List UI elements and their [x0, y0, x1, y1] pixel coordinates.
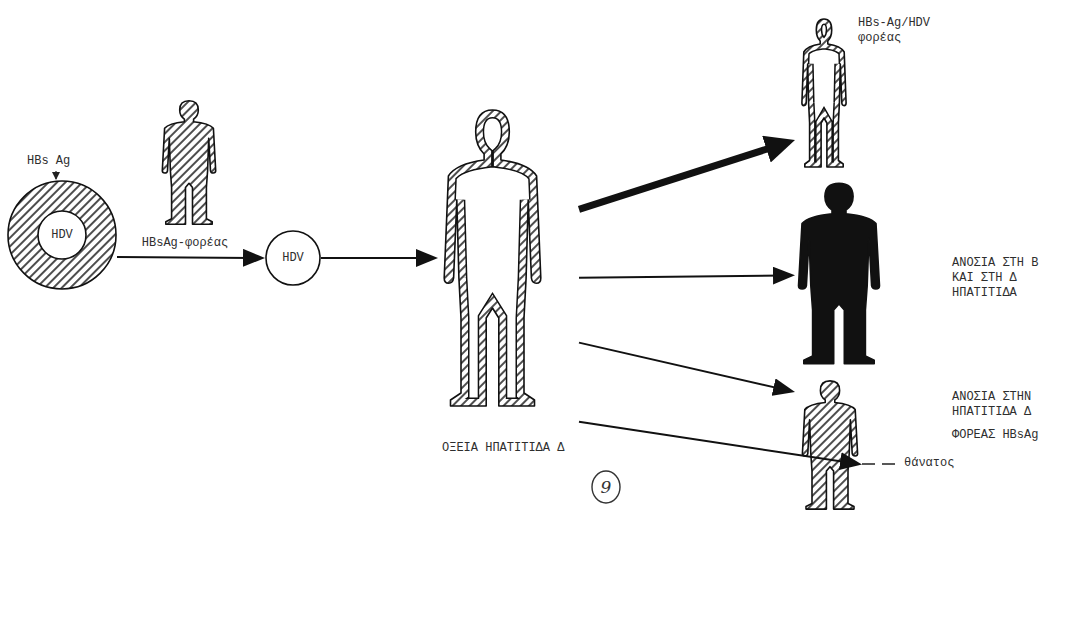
carrier-figure: [162, 101, 215, 224]
flow-arrow: [579, 422, 850, 463]
figure-node: ΟΞΕΙΑ ΗΠΑΤΙΤΙΔΑ Δ: [438, 105, 579, 465]
human-figures: [162, 19, 879, 509]
text-group: HBs Ag: [27, 154, 97, 169]
carrier-figure-hatched: [802, 381, 857, 509]
flow-arrow: [579, 144, 784, 210]
text-group: ΑΝΟΣΙΑ ΣΤΗΝ ΗΠΑΤΙΤΙΔΑ Δ ΦΟΡΕΑΣ HBsAg: [952, 390, 1060, 443]
flow-arrow: [579, 343, 783, 390]
text-group: ΟΞΕΙΑ ΗΠΑΤΙΤΙΔΑ Δ: [442, 441, 576, 456]
text-group: ΑΝΟΣΙΑ ΣΤΗ Β ΚΑΙ ΣΤΗ Δ ΗΠΑΤΙΤΙΔΑ: [952, 256, 1060, 301]
node-label: ΑΝΟΣΙΑ ΣΤΗΝ ΗΠΑΤΙΤΙΔΑ Δ: [952, 390, 1060, 420]
circle-node: HDV: [37, 210, 87, 260]
figure-node: HBs-Ag/HDV φορέας: [795, 12, 970, 172]
node-label: ΑΝΟΣΙΑ ΣΤΗ Β ΚΑΙ ΣΤΗ Δ ΗΠΑΤΙΤΙΔΑ: [952, 256, 1060, 301]
page-number: 9: [591, 477, 621, 497]
circle-node: HBs AgHDV: [7, 180, 117, 290]
immune-figure: [799, 183, 880, 364]
page-number-circle: [592, 471, 620, 503]
node-label: θάνατος: [904, 456, 962, 471]
text-group: HBs-Ag/HDV φορέας: [858, 16, 958, 46]
figure-node: ΑΝΟΣΙΑ ΣΤΗ Β ΚΑΙ ΣΤΗ Δ ΗΠΑΤΙΤΙΔΑ: [795, 180, 1067, 367]
pointer-arrow: [55, 171, 56, 179]
text-group: θάνατος: [904, 456, 962, 471]
node-label: HDV: [37, 228, 87, 243]
flow-arrow: [321, 257, 426, 259]
flow-arrow: [117, 256, 253, 259]
figure-node: θάνατος: [862, 455, 965, 474]
circle-node: HDV: [265, 230, 321, 286]
node-label: ΟΞΕΙΑ ΗΠΑΤΙΤΙΔΑ Δ: [442, 441, 576, 456]
flow-arrow: [579, 276, 783, 278]
acute-figure: [444, 110, 541, 406]
node-label: ΦΟΡΕΑΣ HBsAg: [952, 428, 1060, 443]
text-group: HDV: [265, 251, 321, 266]
carrier-figure-outline: [802, 19, 846, 167]
figure-node: ΑΝΟΣΙΑ ΣΤΗΝ ΗΠΑΤΙΤΙΔΑ Δ ΦΟΡΕΑΣ HBsAg: [795, 378, 1067, 452]
node-label: HBs Ag: [27, 154, 97, 169]
text-group: HDV: [37, 228, 87, 243]
edge-label: HBsAg-φορέας: [140, 236, 230, 251]
node-label: HBs-Ag/HDV φορέας: [858, 16, 958, 46]
node-label: HDV: [265, 251, 321, 266]
